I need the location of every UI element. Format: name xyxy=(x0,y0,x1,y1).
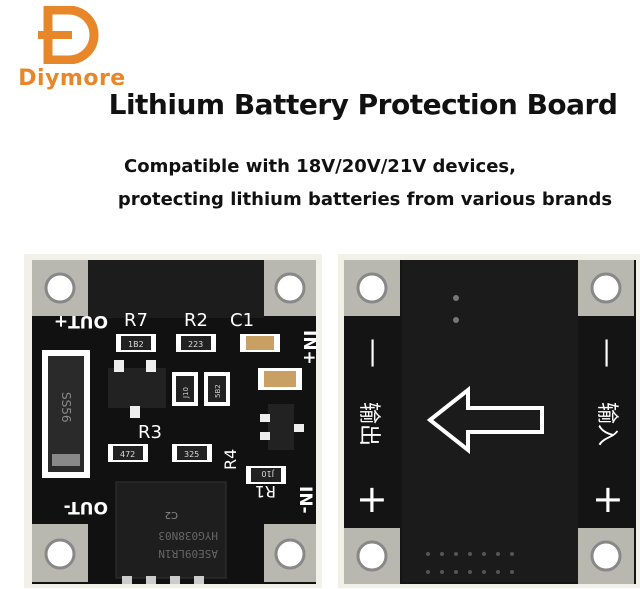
in-minus-label: IN- xyxy=(295,486,315,514)
svg-text:223: 223 xyxy=(188,340,203,349)
back-minus-right: — xyxy=(590,338,625,368)
front-board-image: OUT+ OUT- IN+ IN- R7 R2 C1 R3 R4 R1 1B2 … xyxy=(24,254,322,588)
input-label-cn: 输入 xyxy=(594,402,619,446)
smd-resistor-r4: 325 xyxy=(172,444,212,462)
svg-text:SS56: SS56 xyxy=(59,392,73,423)
r3-label: R3 xyxy=(138,422,162,443)
smd-resistor-r1: J10 xyxy=(246,466,286,484)
output-label-cn: 输出 xyxy=(356,402,381,446)
smd-resistor-r3: 472 xyxy=(108,444,148,462)
subtitle-line-1: Compatible with 18V/20V/21V devices, xyxy=(124,156,516,177)
smd-capacitor-c1 xyxy=(240,334,280,352)
svg-text:J10: J10 xyxy=(182,387,190,399)
back-plus-right: + xyxy=(592,477,624,521)
back-board-image: — — + + 输出 输入 xyxy=(338,254,640,588)
svg-text:C2: C2 xyxy=(165,509,178,520)
svg-text:472: 472 xyxy=(120,450,135,459)
left-arrow-icon xyxy=(426,385,544,455)
smd-resistor-r2: 223 xyxy=(176,334,216,352)
brand-name: Diymore xyxy=(18,66,126,91)
smd-resistor-5b2: 5B2 xyxy=(204,372,230,406)
svg-text:5B2: 5B2 xyxy=(214,384,222,398)
svg-text:J10: J10 xyxy=(261,469,275,478)
diode-ss56: SS56 xyxy=(42,350,90,478)
out-plus-label: OUT+ xyxy=(54,311,108,331)
back-plus-left: + xyxy=(356,477,388,521)
back-mount-pads xyxy=(344,260,634,584)
in-plus-label: IN+ xyxy=(299,330,319,365)
r1-label: R1 xyxy=(255,482,276,501)
out-minus-label: OUT- xyxy=(64,497,108,517)
svg-text:1B2: 1B2 xyxy=(128,340,144,349)
subtitle-line-2: protecting lithium batteries from variou… xyxy=(117,189,613,210)
mosfet-chip: C2 HYG038N03 ASE09LR1N xyxy=(115,481,227,584)
smd-diode-j10: J10 xyxy=(172,372,198,406)
page-title: Lithium Battery Protection Board xyxy=(108,88,618,121)
smd-capacitor-c2 xyxy=(258,368,302,390)
brand-logo: Diymore xyxy=(8,6,136,96)
front-mount-pads xyxy=(32,260,316,582)
smd-resistor-r7: 1B2 xyxy=(116,334,156,352)
diymore-logo-icon xyxy=(38,6,99,64)
r2-label: R2 xyxy=(184,310,208,331)
back-minus-left: — xyxy=(356,338,391,368)
svg-text:325: 325 xyxy=(184,450,199,459)
r4-label: R4 xyxy=(221,449,240,470)
svg-text:ASE09LR1N: ASE09LR1N xyxy=(158,547,218,560)
r7-label: R7 xyxy=(124,310,148,331)
c1-label: C1 xyxy=(230,310,254,331)
svg-text:HYG038N03: HYG038N03 xyxy=(158,529,218,542)
transistor-small xyxy=(260,404,304,450)
transistor-sot23 xyxy=(108,360,166,418)
